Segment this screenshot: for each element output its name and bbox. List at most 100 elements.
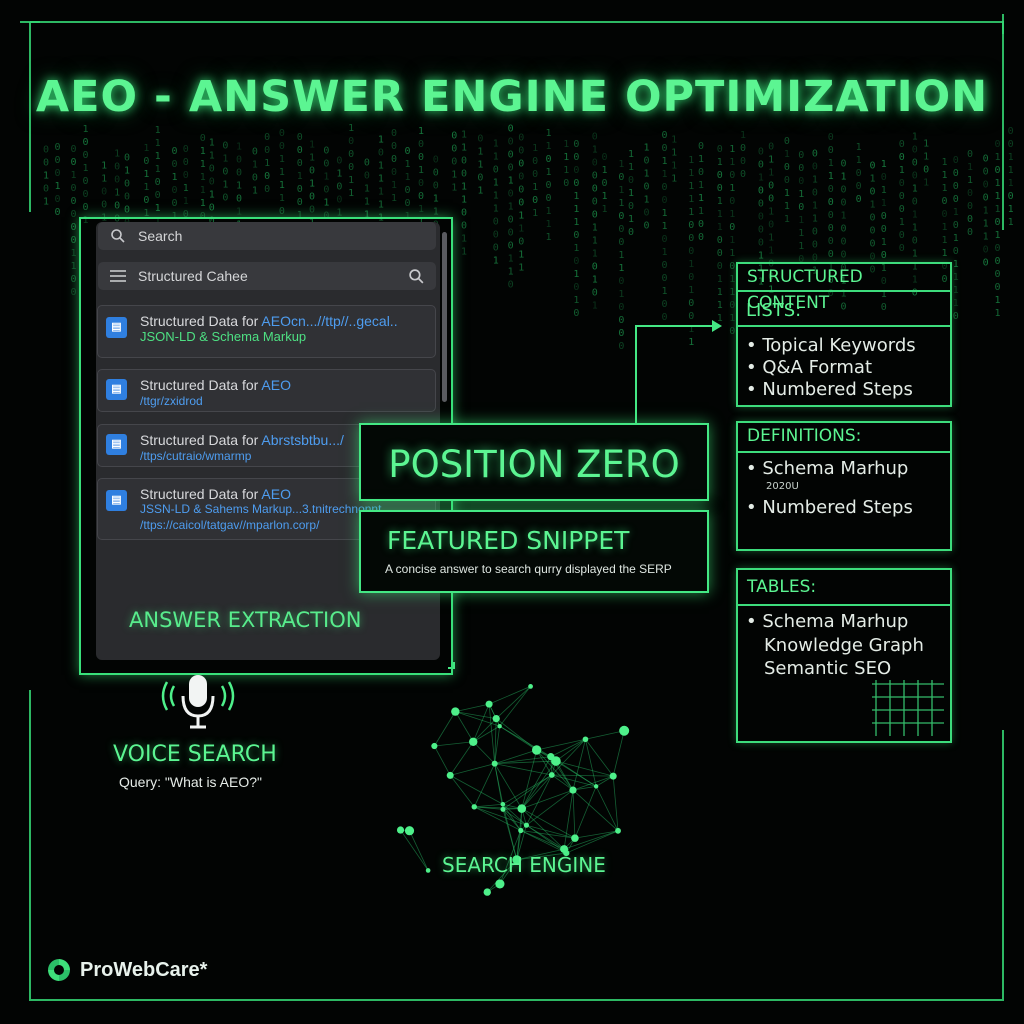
svg-text:0: 0 (461, 220, 467, 231)
svg-text:0: 0 (661, 312, 667, 323)
network-node (469, 737, 478, 746)
result-title-link[interactable]: AEO (261, 486, 291, 502)
network-node (619, 725, 630, 736)
svg-text:0: 0 (740, 143, 746, 154)
svg-text:0: 0 (688, 220, 694, 231)
result-title-link[interactable]: AEOcn...//ttp//..gecal.. (261, 313, 398, 329)
svg-text:0: 0 (508, 279, 514, 290)
svg-text:0: 0 (841, 197, 847, 208)
search-result[interactable]: ▤ Structured Data for AEO /ttgr/zxidrod (97, 369, 436, 412)
svg-text:0: 0 (870, 238, 876, 249)
svg-text:0: 0 (758, 211, 764, 222)
query-field[interactable]: Structured Cahee (98, 262, 436, 290)
svg-text:0: 0 (451, 144, 457, 155)
svg-text:1: 1 (953, 298, 959, 309)
svg-text:0: 0 (828, 236, 834, 247)
svg-text:0: 0 (953, 181, 959, 192)
result-url[interactable]: /ttgr/zxidrod (140, 394, 203, 408)
svg-text:1: 1 (143, 169, 149, 180)
svg-text:1: 1 (545, 206, 551, 217)
svg-text:0: 0 (828, 197, 834, 208)
microphone-icon[interactable] (158, 672, 238, 732)
svg-text:0: 0 (101, 200, 107, 211)
search-result[interactable]: ▤ Structured Data for AEOcn...//ttp//..g… (97, 305, 436, 358)
svg-text:1: 1 (729, 235, 735, 246)
svg-text:0: 0 (798, 163, 804, 174)
network-node (518, 827, 524, 834)
svg-text:1: 1 (912, 183, 918, 194)
result-url[interactable]: /ttps://caicol/tatgav//mparlon.corp/ (140, 518, 320, 532)
svg-text:1: 1 (433, 194, 439, 205)
svg-text:0: 0 (348, 149, 354, 160)
svg-text:0: 0 (43, 183, 49, 194)
svg-text:1: 1 (418, 165, 424, 176)
svg-text:0: 0 (628, 227, 634, 238)
svg-text:0: 0 (433, 181, 439, 192)
search-input[interactable]: Search (98, 222, 436, 250)
svg-text:1: 1 (545, 219, 551, 230)
document-icon: ▤ (106, 434, 127, 455)
svg-text:0: 0 (768, 219, 774, 230)
svg-text:1: 1 (661, 208, 667, 219)
svg-text:0: 0 (983, 258, 989, 269)
svg-text:0: 0 (758, 159, 764, 170)
network-node (500, 801, 506, 807)
hamburger-menu-icon[interactable] (98, 269, 138, 283)
svg-text:1: 1 (798, 241, 804, 252)
svg-text:1: 1 (953, 272, 959, 283)
svg-text:0: 0 (899, 139, 905, 150)
svg-text:0: 0 (418, 152, 424, 163)
svg-text:0: 0 (881, 250, 887, 261)
svg-text:1: 1 (236, 206, 242, 217)
svg-text:1: 1 (717, 209, 723, 220)
result-title-text: Structured Data for (140, 486, 262, 502)
svg-text:1: 1 (71, 248, 77, 259)
svg-text:1: 1 (994, 308, 1000, 319)
svg-text:0: 0 (953, 220, 959, 231)
result-title-link[interactable]: AEO (261, 377, 291, 393)
table-grid-icon (872, 680, 944, 736)
network-node (571, 834, 579, 842)
svg-text:0: 0 (545, 180, 551, 191)
svg-text:0: 0 (323, 159, 329, 170)
svg-text:1: 1 (618, 263, 624, 274)
results-scrollbar[interactable] (442, 232, 447, 402)
svg-text:0: 0 (994, 282, 1000, 293)
svg-text:1: 1 (628, 188, 634, 199)
result-title: Structured Data for AEOcn...//ttp//..gec… (140, 313, 398, 329)
svg-text:0: 0 (364, 170, 370, 181)
svg-text:0: 0 (477, 134, 483, 145)
svg-text:0: 0 (841, 223, 847, 234)
svg-text:0: 0 (336, 195, 342, 206)
svg-text:1: 1 (532, 182, 538, 193)
svg-text:0: 0 (518, 158, 524, 169)
svg-text:1: 1 (729, 287, 735, 298)
result-title: Structured Data for Abrstsbtbu.../ (140, 432, 344, 448)
svg-text:1: 1 (912, 131, 918, 142)
svg-text:1: 1 (899, 217, 905, 228)
svg-text:0: 0 (643, 207, 649, 218)
svg-text:1: 1 (643, 142, 649, 153)
svg-text:1: 1 (688, 181, 694, 192)
svg-text:1: 1 (768, 167, 774, 178)
svg-text:0: 0 (493, 243, 499, 254)
svg-text:0: 0 (717, 144, 723, 155)
svg-text:1: 1 (812, 213, 818, 224)
svg-text:0: 0 (545, 193, 551, 204)
result-title-link[interactable]: Abrstsbtbu.../ (261, 432, 344, 448)
svg-text:0: 0 (994, 165, 1000, 176)
result-url[interactable]: /ttps/cutraio/wmarmp (140, 449, 252, 463)
svg-text:0: 0 (740, 169, 746, 180)
network-node (512, 855, 522, 865)
search-icon[interactable] (396, 268, 436, 285)
svg-text:0: 0 (518, 184, 524, 195)
svg-text:0: 0 (698, 232, 704, 243)
svg-text:0: 0 (953, 168, 959, 179)
svg-text:0: 0 (768, 180, 774, 191)
svg-text:0: 0 (618, 341, 624, 352)
svg-text:1: 1 (155, 138, 161, 149)
svg-text:1: 1 (688, 168, 694, 179)
svg-text:1: 1 (768, 245, 774, 256)
svg-text:1: 1 (114, 148, 120, 159)
svg-text:0: 0 (71, 144, 77, 155)
